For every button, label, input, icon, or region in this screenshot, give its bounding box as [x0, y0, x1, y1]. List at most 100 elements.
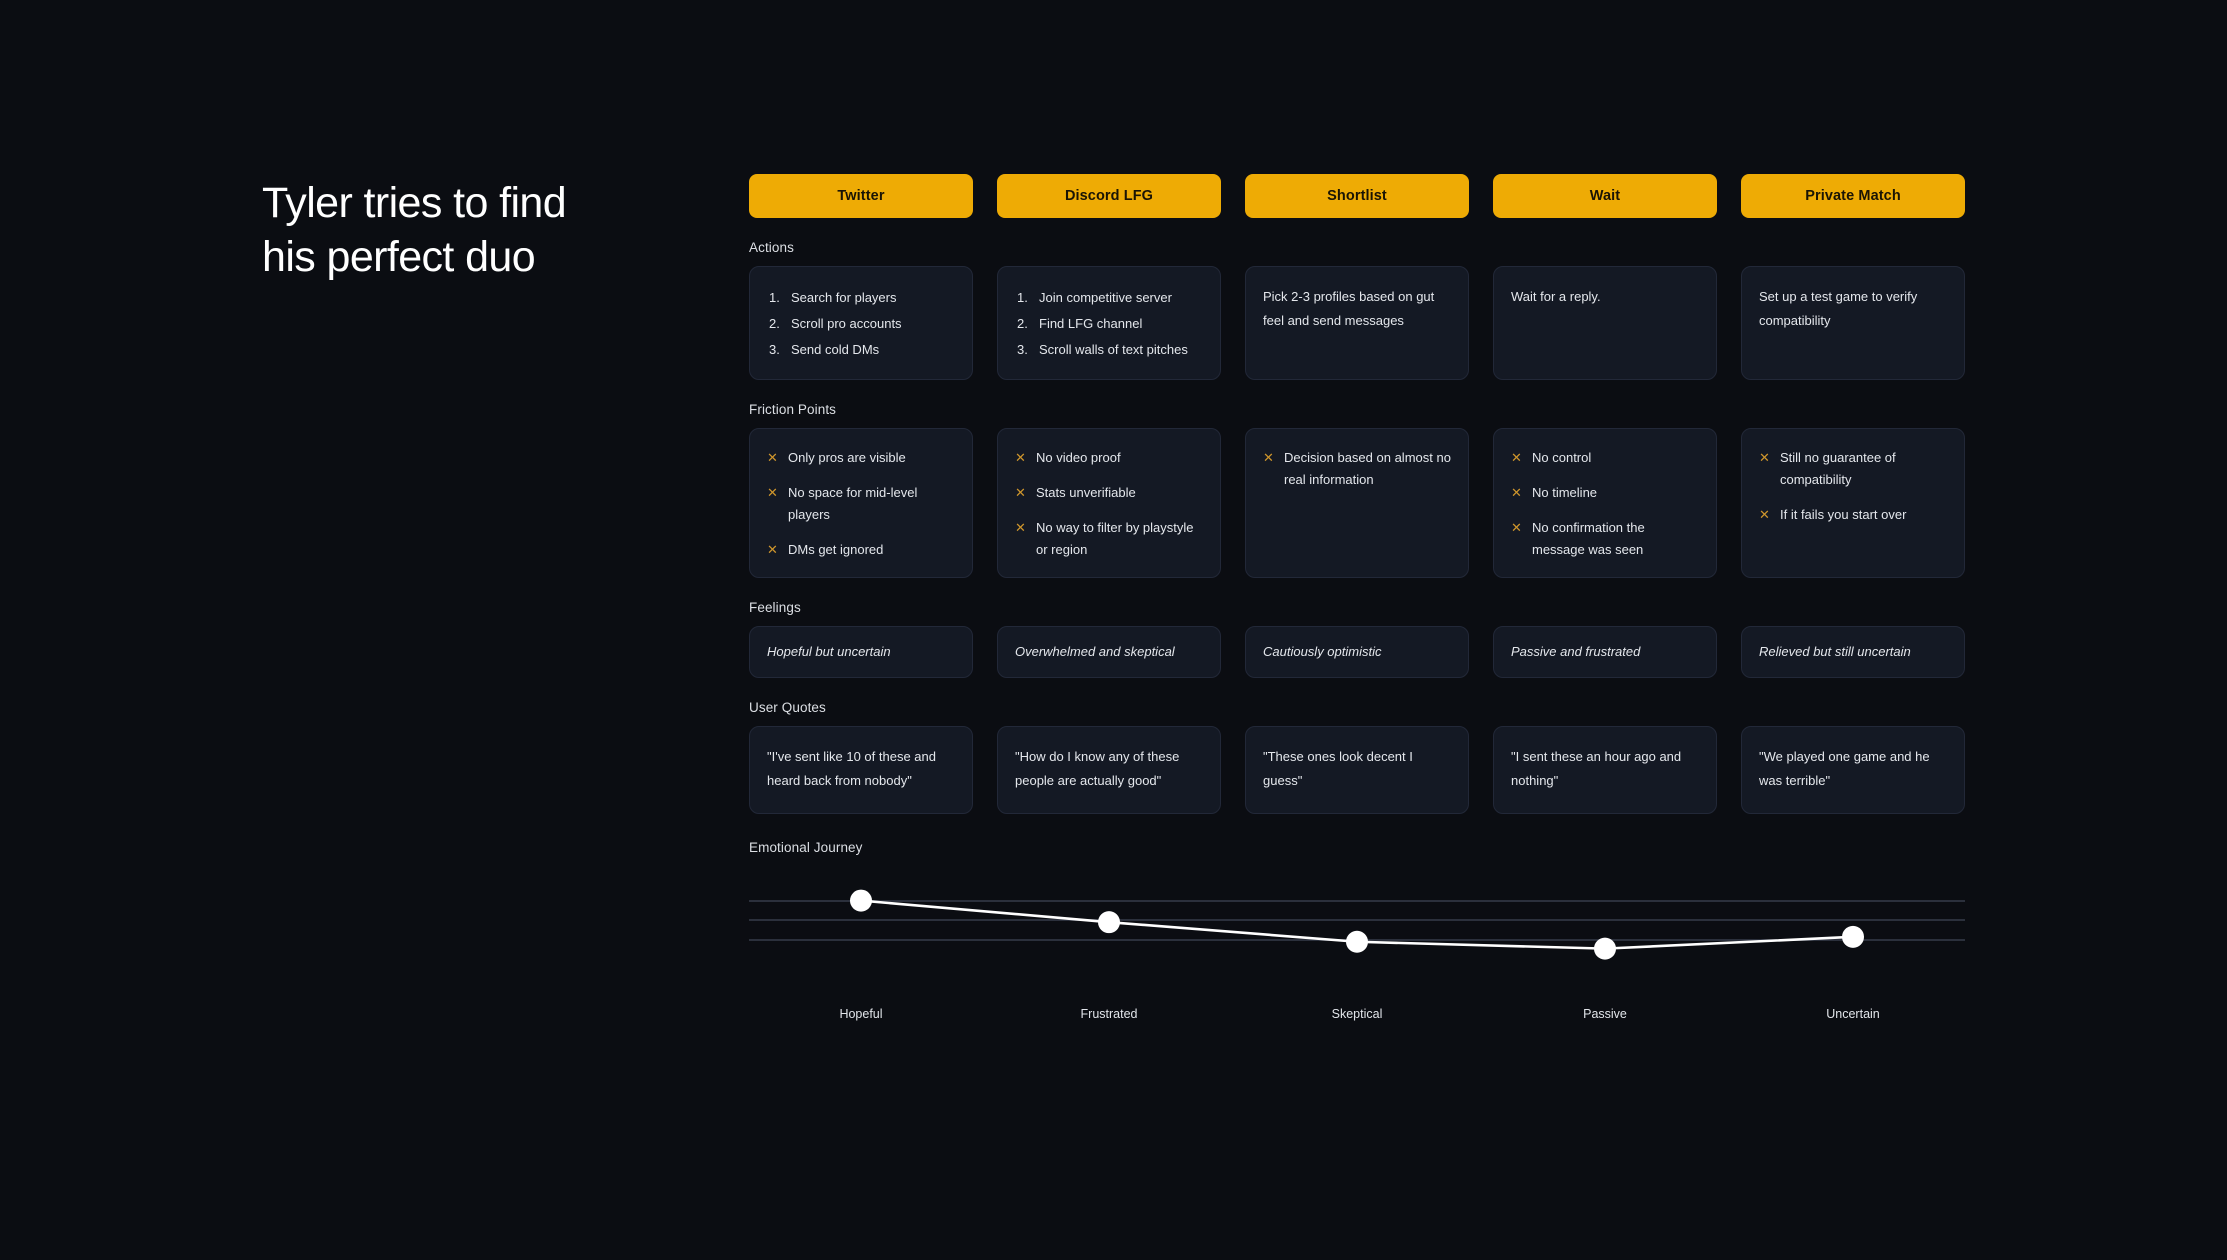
- stage-button-twitter[interactable]: Twitter: [749, 174, 973, 218]
- list-item: ✕ No way to filter by playstyle or region: [1015, 517, 1203, 561]
- list-item: ✕If it fails you start over: [1759, 504, 1947, 526]
- chart-gridline: [749, 919, 1965, 922]
- quote-card-private-match[interactable]: "We played one game and he was terrible": [1741, 726, 1965, 814]
- feeling-card-wait[interactable]: Passive and frustrated: [1493, 626, 1717, 678]
- stage-button-discord-lfg[interactable]: Discord LFG: [997, 174, 1221, 218]
- list-item: ✕ No timeline: [1511, 482, 1699, 504]
- axis-label-frustrated: Frustrated: [1080, 1007, 1138, 1021]
- friction-list: ✕No video proof ✕Stats unverifiable ✕No …: [1015, 447, 1203, 561]
- quote-text: "I've sent like 10 of these and heard ba…: [767, 749, 936, 788]
- list-item: ✕No video proof: [1015, 447, 1203, 469]
- list-item: Find LFG channel: [1017, 311, 1143, 337]
- friction-row: ✕Only pros are visible ✕No space for mid…: [749, 428, 1965, 578]
- section-actions: Actions Search for players Scroll pro ac…: [749, 240, 1965, 380]
- feeling-text: Cautiously optimistic: [1263, 644, 1382, 659]
- friction-card-wait[interactable]: ✕ No control ✕ No timeline ✕ No confirmatio…: [1493, 428, 1717, 578]
- section-label-feelings: Feelings: [749, 600, 801, 615]
- cross-icon: ✕: [1759, 450, 1770, 465]
- list-item: Search for players: [769, 285, 897, 311]
- page-title-line-2: his perfect duo: [262, 233, 536, 281]
- friction-list: ✕ No control ✕ No timeline ✕ No confirmatio…: [1511, 447, 1699, 561]
- feeling-text: Relieved but still uncertain: [1759, 644, 1911, 659]
- axis-label-passive: Passive: [1583, 1007, 1627, 1021]
- action-text: Pick 2-3 profiles based on gut feel and …: [1263, 289, 1435, 328]
- chart-point-hopeful[interactable]: [850, 889, 872, 912]
- quote-card-twitter[interactable]: "I've sent like 10 of these and heard ba…: [749, 726, 973, 814]
- cross-icon: ✕: [1511, 520, 1522, 535]
- friction-list: ✕ Decision based on almost no real inform…: [1263, 447, 1451, 491]
- cross-icon: ✕: [1015, 485, 1026, 500]
- friction-text: No timeline: [1532, 485, 1598, 500]
- quote-text: "I sent these an hour ago and nothing": [1511, 749, 1682, 788]
- friction-card-twitter[interactable]: ✕Only pros are visible ✕No space for mid…: [749, 428, 973, 578]
- feeling-card-discord-lfg[interactable]: Overwhelmed and skeptical: [997, 626, 1221, 678]
- friction-text: No video proof: [1036, 450, 1121, 465]
- actions-row: Search for players Scroll pro accounts S…: [749, 266, 1965, 380]
- list-item: Scroll pro accounts: [769, 311, 902, 337]
- quote-card-discord-lfg[interactable]: "How do I know any of these people are a…: [997, 726, 1221, 814]
- feeling-text: Passive and frustrated: [1511, 644, 1641, 659]
- chart-point-skeptical[interactable]: [1346, 930, 1368, 953]
- action-card-twitter[interactable]: Search for players Scroll pro accounts S…: [749, 266, 973, 380]
- feeling-card-private-match[interactable]: Relieved but still uncertain: [1741, 626, 1965, 678]
- chart-point-frustrated[interactable]: [1098, 911, 1120, 934]
- friction-text: Decision based on almost no real informa…: [1284, 450, 1451, 487]
- stage-button-wait[interactable]: Wait: [1493, 174, 1717, 218]
- quote-card-wait[interactable]: "I sent these an hour ago and nothing": [1493, 726, 1717, 814]
- feeling-card-shortlist[interactable]: Cautiously optimistic: [1245, 626, 1469, 678]
- section-label-actions: Actions: [749, 240, 794, 255]
- cross-icon: ✕: [1511, 450, 1522, 465]
- cross-icon: ✕: [1511, 485, 1522, 500]
- friction-card-private-match[interactable]: ✕ Still no guarantee of compatibility ✕If…: [1741, 428, 1965, 578]
- action-card-discord-lfg[interactable]: Join competitive server Find LFG channel…: [997, 266, 1221, 380]
- friction-card-shortlist[interactable]: ✕ Decision based on almost no real inform…: [1245, 428, 1469, 578]
- page-title: Tyler tries to find his perfect duo: [262, 176, 682, 284]
- friction-text: No way to filter by playstyle or region: [1036, 520, 1194, 557]
- feeling-card-twitter[interactable]: Hopeful but uncertain: [749, 626, 973, 678]
- page-title-line-1: Tyler tries to find: [262, 179, 567, 227]
- quote-text: "We played one game and he was terrible": [1759, 749, 1930, 788]
- friction-card-discord-lfg[interactable]: ✕No video proof ✕Stats unverifiable ✕No …: [997, 428, 1221, 578]
- action-card-wait[interactable]: Wait for a reply.: [1493, 266, 1717, 380]
- cross-icon: ✕: [1015, 520, 1026, 535]
- cross-icon: ✕: [767, 485, 778, 500]
- section-friction-points: Friction Points ✕ Only pros are visible ✕…: [749, 402, 1965, 578]
- axis-label-uncertain: Uncertain: [1826, 1007, 1880, 1021]
- cross-icon: ✕: [1263, 450, 1274, 465]
- list-item: ✕ Decision based on almost no real inform…: [1263, 447, 1451, 491]
- friction-text: No control: [1532, 450, 1592, 465]
- section-feelings: Feelings Hopeful but uncertain Overwhelm…: [749, 600, 1965, 678]
- action-list: Join competitive server Find LFG channel…: [1015, 285, 1203, 363]
- stage-button-row: Twitter Discord LFG Shortlist Wait Priva…: [749, 174, 1965, 218]
- section-label-friction-points: Friction Points: [749, 402, 837, 417]
- list-item: Scroll walls of text pitches: [1017, 337, 1188, 363]
- friction-text: Only pros are visible: [788, 450, 906, 465]
- chart-point-passive[interactable]: [1594, 937, 1616, 960]
- axis-label-skeptical: Skeptical: [1331, 1007, 1383, 1021]
- friction-text: Still no guarantee of compatibility: [1780, 450, 1896, 487]
- chart-plot: [850, 889, 1864, 960]
- cross-icon: ✕: [1759, 507, 1770, 522]
- action-card-private-match[interactable]: Set up a test game to verify compatibili…: [1741, 266, 1965, 380]
- action-text: Set up a test game to verify compatibili…: [1759, 289, 1918, 328]
- chart-point-uncertain[interactable]: [1842, 925, 1864, 948]
- friction-text: No confirmation the message was seen: [1532, 520, 1645, 557]
- journey-board: Twitter Discord LFG Shortlist Wait Priva…: [749, 174, 1965, 1029]
- action-card-shortlist[interactable]: Pick 2-3 profiles based on gut feel and …: [1245, 266, 1469, 380]
- feeling-text: Overwhelmed and skeptical: [1015, 644, 1175, 659]
- quote-text: "These ones look decent I guess": [1263, 749, 1413, 788]
- feelings-row: Hopeful but uncertain Overwhelmed and sk…: [749, 626, 1965, 678]
- stage-button-shortlist[interactable]: Shortlist: [1245, 174, 1469, 218]
- quote-text: "How do I know any of these people are a…: [1015, 749, 1180, 788]
- stage-button-private-match[interactable]: Private Match: [1741, 174, 1965, 218]
- list-item: ✕ No confirmation the message was seen: [1511, 517, 1699, 561]
- friction-text: Stats unverifiable: [1036, 485, 1136, 500]
- quote-card-shortlist[interactable]: "These ones look decent I guess": [1245, 726, 1469, 814]
- emotional-journey-chart: [749, 869, 1965, 991]
- cross-icon: ✕: [767, 450, 778, 465]
- list-item: Join competitive server: [1017, 285, 1172, 311]
- friction-list: ✕Only pros are visible ✕No space for mid…: [767, 447, 955, 561]
- section-label-emotional-journey: Emotional Journey: [749, 840, 863, 855]
